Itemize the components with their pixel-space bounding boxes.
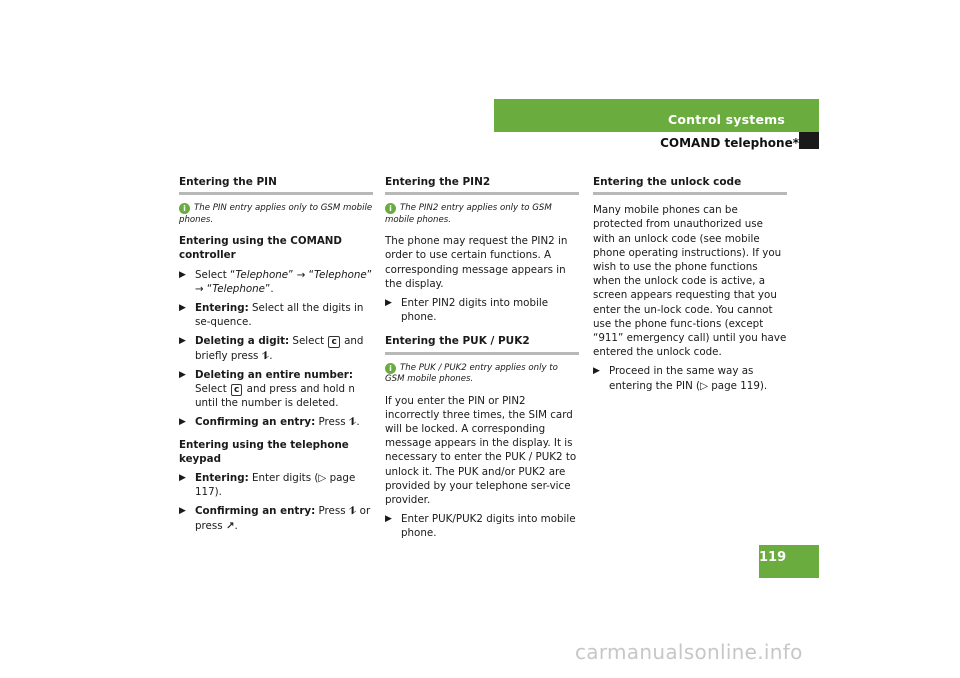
heading-puk: Entering the PUK / PUK2 xyxy=(385,334,579,355)
list-item: ▶ Deleting an entire number: Select c an… xyxy=(179,368,355,410)
bullet-icon: ▶ xyxy=(385,298,392,309)
watermark: carmanualsonline.info xyxy=(575,640,803,664)
list-item: ▶ Proceed in the same way as entering th… xyxy=(593,365,768,392)
controller-icon: ⥮ xyxy=(348,416,357,429)
bullet-icon: ▶ xyxy=(593,366,600,377)
column-unlock: Entering the unlock code Many mobile pho… xyxy=(593,175,787,398)
bullet-icon: ▶ xyxy=(179,369,186,380)
header-bar: Control systems xyxy=(494,99,819,132)
bullet-icon: ▶ xyxy=(179,473,186,484)
subheading-keypad: Entering using the telephone keypad xyxy=(179,438,349,465)
info-icon: i xyxy=(179,203,190,215)
heading-pin: Entering the PIN xyxy=(179,175,373,196)
bullet-icon: ▶ xyxy=(179,269,186,280)
bullet-icon: ▶ xyxy=(179,417,186,428)
bullet-icon: ▶ xyxy=(179,506,186,517)
section-title: Control systems xyxy=(668,112,785,127)
list-item: ▶ Confirming an entry: Press ⥮ or press … xyxy=(179,505,371,532)
send-key-icon: ↗ xyxy=(225,519,235,532)
info-icon: i xyxy=(385,362,396,374)
list-item: ▶ Enter PUK/PUK2 digits into mobile phon… xyxy=(385,513,576,540)
controller-icon: ⥮ xyxy=(348,505,357,518)
paragraph: The phone may request the PIN2 in order … xyxy=(385,235,568,290)
page-number: 119 xyxy=(759,545,819,578)
header-marker xyxy=(799,132,819,149)
list-item: ▶ Confirming an entry: Press ⥮. xyxy=(179,416,360,429)
controller-icon: ⥮ xyxy=(261,349,270,362)
paragraph: Many mobile phones can be protected from… xyxy=(593,204,787,359)
list-item: ▶ Enter PIN2 digits into mobile phone. xyxy=(385,297,549,324)
bullet-icon: ▶ xyxy=(179,303,186,314)
list-item: ▶ Select “Telephone” → “Telephone” → “Te… xyxy=(179,268,373,295)
subheading-controller: Entering using the COMAND controller xyxy=(179,235,342,262)
paragraph: If you enter the PIN or PIN2 incorrectly… xyxy=(385,394,577,507)
list-item: ▶ Deleting a digit: Select c and briefly… xyxy=(179,335,364,362)
list-item: ▶ Entering: Select all the digits in se-… xyxy=(179,302,364,329)
bullet-icon: ▶ xyxy=(179,336,186,347)
list-item: ▶ Entering: Enter digits (▷ page 117). xyxy=(179,472,356,499)
heading-pin2: Entering the PIN2 xyxy=(385,175,579,196)
heading-unlock: Entering the unlock code xyxy=(593,175,787,196)
c-key-icon: c xyxy=(328,336,340,349)
bullet-icon: ▶ xyxy=(385,514,392,525)
subsection-title: COMAND telephone* xyxy=(660,136,799,150)
c-key-icon: c xyxy=(231,384,243,397)
info-icon: i xyxy=(385,203,396,215)
